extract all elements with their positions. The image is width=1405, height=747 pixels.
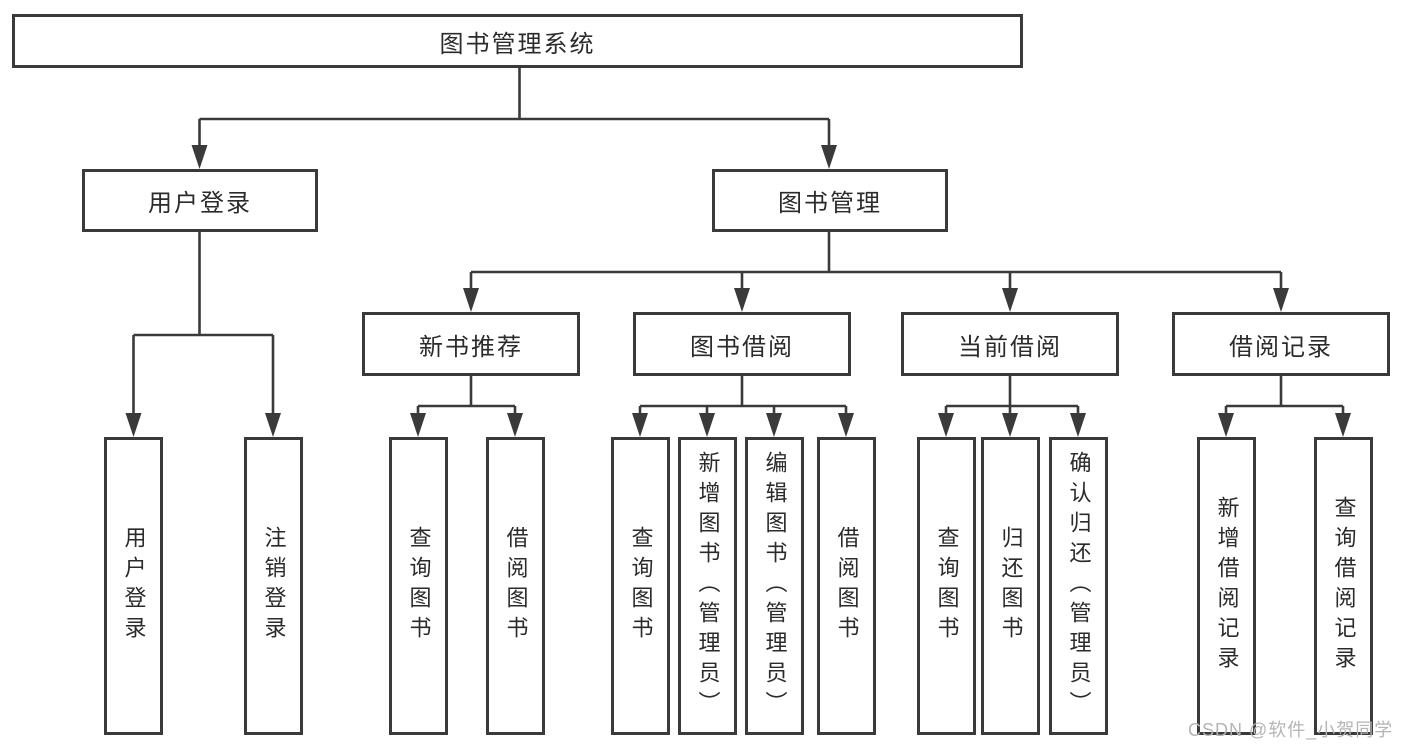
leaf-borrow-borrow-books-label: 借阅图书 [834,526,860,646]
book-management-label: 图书管理 [778,190,882,217]
user-login-branch-label: 用户登录 [148,190,252,217]
leaf-current-return-books-label: 归还图书 [998,526,1024,646]
leaf-current-return-books: 归还图书 [981,437,1040,735]
leaf-newbook-borrow-books: 借阅图书 [486,437,545,735]
node-book-management: 图书管理 [712,169,948,232]
leaf-logout-label: 注销登录 [261,526,287,646]
leaf-current-query-books: 查询图书 [917,437,976,735]
section-new-book-recommend: 新书推荐 [362,312,580,376]
leaf-borrow-edit-books-admin-label: 编辑图书（管理员） [762,451,788,721]
leaf-records-query-borrow-record-label: 查询借阅记录 [1331,496,1357,676]
section-book-borrow: 图书借阅 [633,312,851,376]
leaf-current-query-books-label: 查询图书 [934,526,960,646]
node-system-root: 图书管理系统 [12,14,1023,68]
borrow-records-label: 借阅记录 [1229,333,1333,361]
leaf-records-query-borrow-record: 查询借阅记录 [1314,437,1373,735]
book-borrow-label: 图书借阅 [690,333,794,361]
section-borrow-records: 借阅记录 [1172,312,1390,376]
current-borrow-label: 当前借阅 [958,333,1062,361]
leaf-current-confirm-return-admin: 确认归还（管理员） [1049,437,1108,735]
leaf-user-login: 用户登录 [104,437,163,735]
leaf-borrow-query-books-label: 查询图书 [628,526,654,646]
leaf-records-add-borrow-record: 新增借阅记录 [1197,437,1256,735]
leaf-newbook-query-books-label: 查询图书 [406,526,432,646]
leaf-user-login-label: 用户登录 [121,526,147,646]
leaf-borrow-add-books-admin-label: 新增图书（管理员） [695,451,721,721]
leaf-current-confirm-return-admin-label: 确认归还（管理员） [1066,451,1092,721]
leaf-borrow-borrow-books: 借阅图书 [817,437,876,735]
leaf-newbook-query-books: 查询图书 [389,437,448,735]
system-root-label: 图书管理系统 [439,30,596,58]
leaf-borrow-query-books: 查询图书 [611,437,670,735]
new-book-recommend-label: 新书推荐 [419,333,523,361]
leaf-records-add-borrow-record-label: 新增借阅记录 [1214,496,1240,676]
leaf-logout: 注销登录 [244,437,303,735]
leaf-borrow-edit-books-admin: 编辑图书（管理员） [745,437,804,735]
section-current-borrow: 当前借阅 [901,312,1119,376]
leaf-borrow-add-books-admin: 新增图书（管理员） [678,437,737,735]
node-user-login-branch: 用户登录 [82,169,318,232]
watermark-text: CSDN @软件_小贺同学 [1188,720,1394,740]
leaf-newbook-borrow-books-label: 借阅图书 [503,526,529,646]
